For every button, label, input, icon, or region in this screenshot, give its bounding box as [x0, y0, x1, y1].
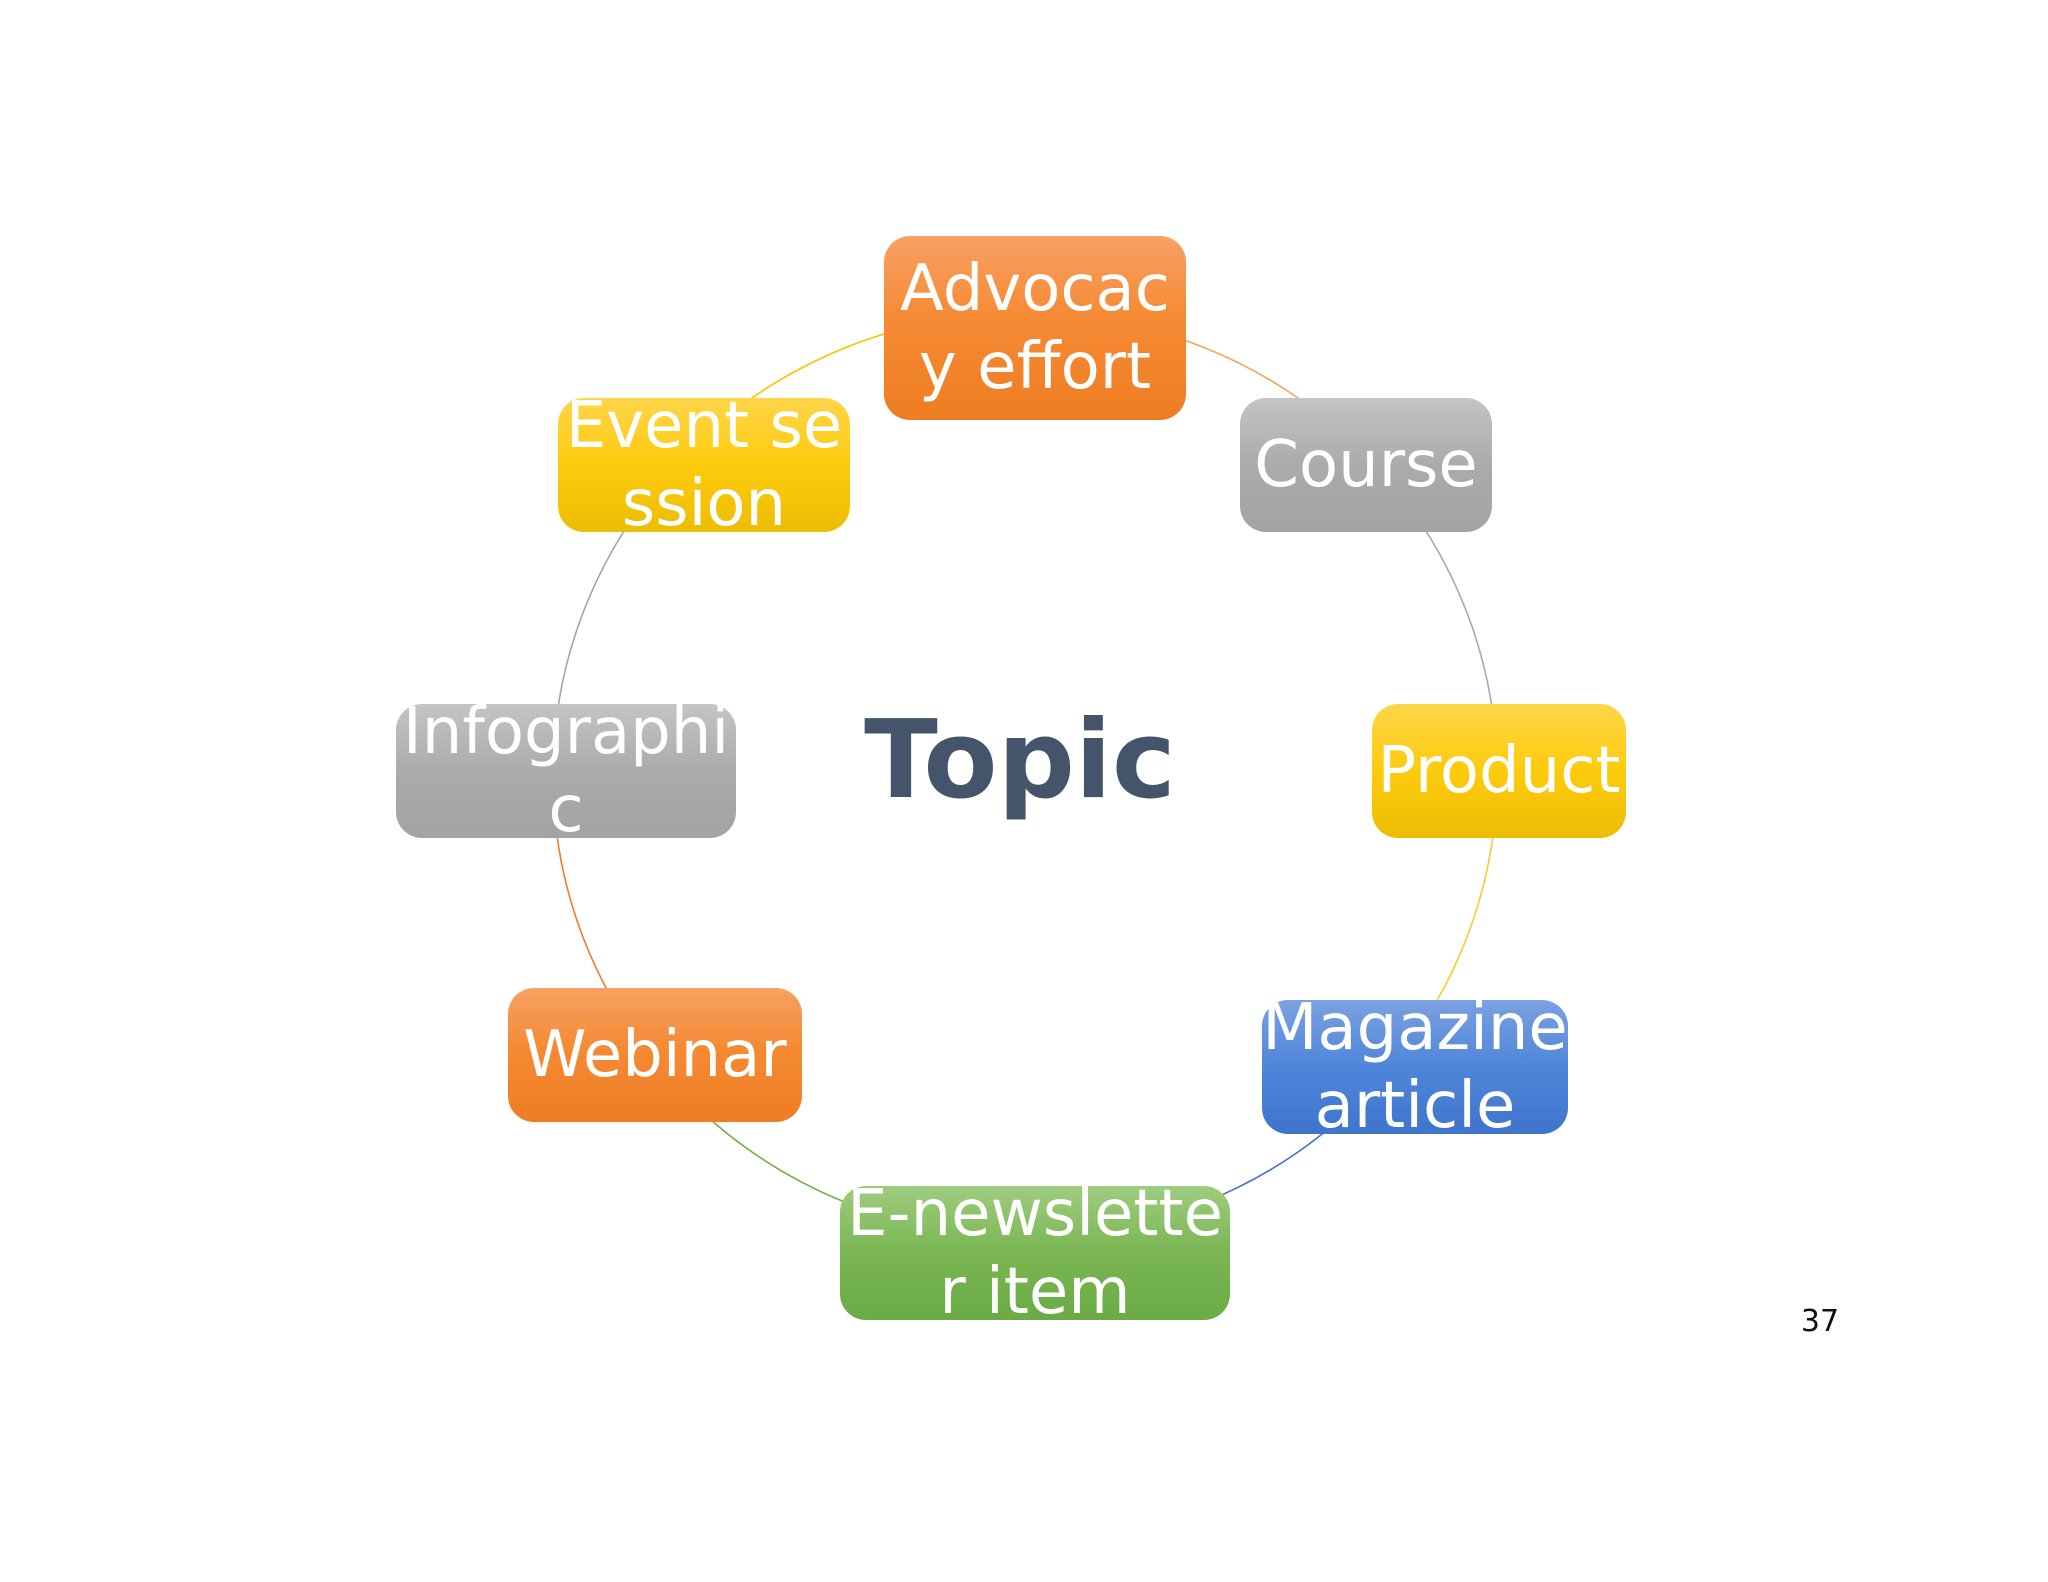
node-label: Infographic — [402, 704, 730, 838]
node-label: Event session — [565, 398, 843, 532]
node-course: Course — [1240, 398, 1492, 532]
node-label: Webinar — [523, 1018, 787, 1092]
node-advocacy-effort: Advocacy effort — [884, 236, 1186, 420]
node-label: E-newsletter item — [847, 1186, 1223, 1320]
node-infographic: Infographic — [396, 704, 736, 838]
node-magazine-article: Magazine article — [1262, 1000, 1568, 1134]
center-topic: Topic — [864, 697, 1176, 823]
node-webinar: Webinar — [508, 988, 802, 1122]
node-product: Product — [1372, 704, 1626, 838]
node-label: Magazine article — [1262, 1000, 1568, 1134]
node-e-newsletter-item: E-newsletter item — [840, 1186, 1230, 1320]
node-label: Advocacy effort — [900, 252, 1170, 404]
node-label: Product — [1377, 734, 1621, 808]
page-number: 37 — [1800, 1304, 1840, 1339]
node-event-session: Event session — [558, 398, 850, 532]
node-label: Course — [1254, 428, 1478, 502]
